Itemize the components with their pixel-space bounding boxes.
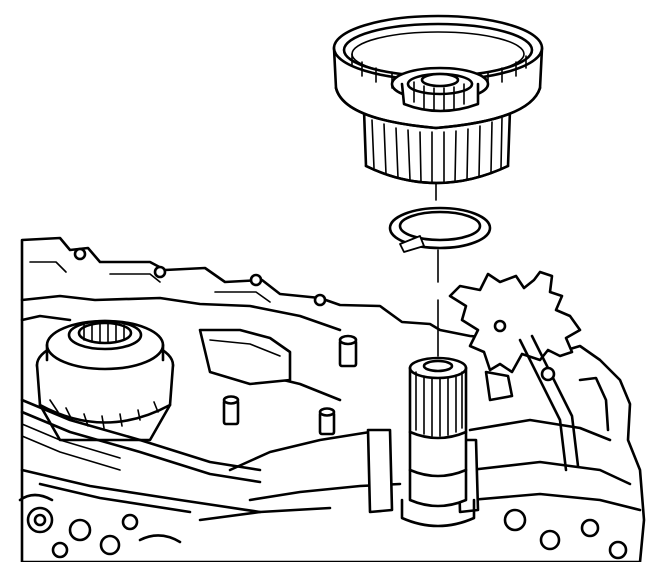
bracket-plate bbox=[448, 270, 582, 472]
input-shaft bbox=[400, 356, 476, 528]
snap-ring bbox=[388, 206, 492, 253]
case-housing bbox=[18, 236, 646, 562]
input-drum bbox=[332, 14, 544, 185]
bearing-race bbox=[35, 319, 175, 442]
